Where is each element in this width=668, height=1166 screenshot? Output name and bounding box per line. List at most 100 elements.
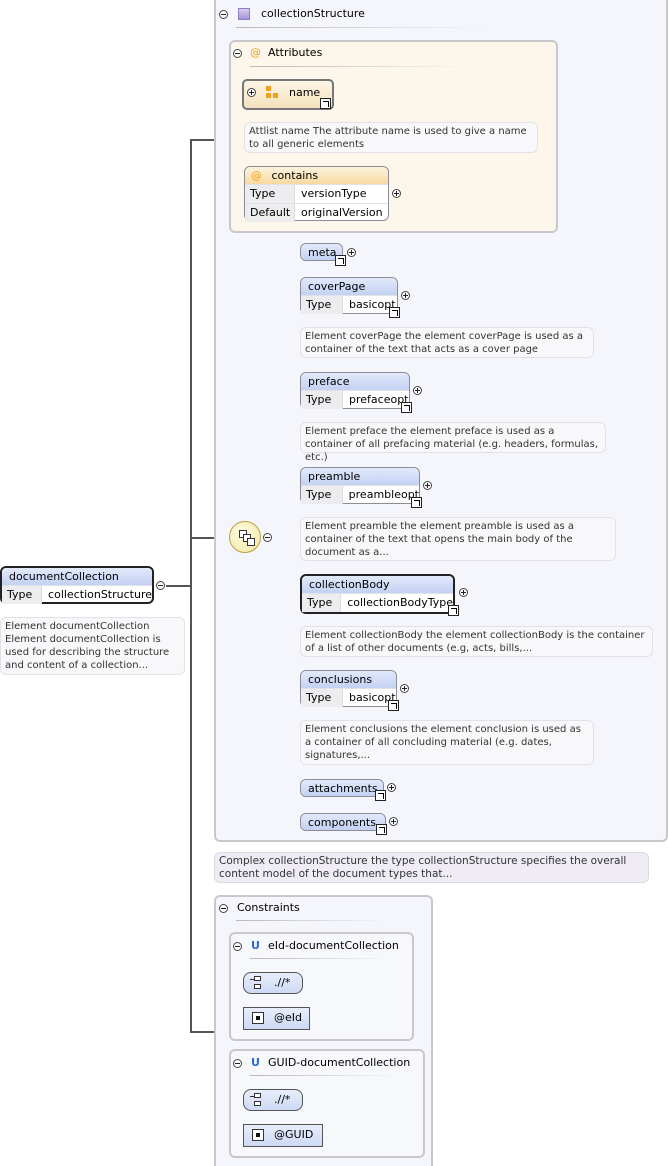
element-coverpage-type-key: Type xyxy=(301,296,343,314)
element-conclusions-type-row: Type basicopt xyxy=(301,688,396,707)
element-attachments-name: attachments xyxy=(301,780,383,796)
root-type-key: Type xyxy=(2,586,43,604)
attribute-group-link-icon[interactable] xyxy=(320,98,331,109)
element-conclusions-expand-icon[interactable] xyxy=(400,684,409,693)
element-coverpage-expand-icon[interactable] xyxy=(401,291,410,300)
element-preamble-expand-icon[interactable] xyxy=(423,481,432,490)
constraint-guid-collapse-icon[interactable] xyxy=(233,1059,242,1068)
element-preface-type-key: Type xyxy=(301,391,343,409)
attribute-default-key: Default xyxy=(245,204,295,222)
element-preamble-type-key: Type xyxy=(301,486,343,504)
element-meta[interactable]: meta xyxy=(300,243,343,261)
root-type-row: Type collectionStructure xyxy=(2,585,152,604)
element-conclusions-name: conclusions xyxy=(301,671,396,688)
complex-collapse-icon[interactable] xyxy=(219,10,228,19)
element-preface-note: Element preface the element preface is u… xyxy=(300,422,606,463)
element-attachments-link-icon[interactable] xyxy=(375,790,386,801)
element-collectionbody-link-icon[interactable] xyxy=(448,605,459,616)
element-collectionbody-note: Element collectionBody the element colle… xyxy=(300,626,653,657)
attribute-group-expand-icon[interactable] xyxy=(247,88,256,97)
element-preamble-name: preamble xyxy=(301,468,419,485)
constraint-eid-collapse-icon[interactable] xyxy=(233,942,242,951)
element-coverpage[interactable]: coverPage Type basicopt xyxy=(300,277,398,314)
attributes-at-icon: @ xyxy=(250,46,261,59)
element-components-link-icon[interactable] xyxy=(376,824,387,835)
constraints-collapse-icon[interactable] xyxy=(219,904,228,913)
element-preface[interactable]: preface Type prefaceopt xyxy=(300,372,410,409)
root-collapse-icon[interactable] xyxy=(156,581,165,590)
element-conclusions-type-value: basicopt xyxy=(349,691,396,704)
constraint-guid-name: GUID-documentCollection xyxy=(268,1056,411,1069)
root-connector xyxy=(166,585,190,587)
constraint-guid-field-text: @GUID xyxy=(274,1128,314,1141)
connector-constraints xyxy=(190,1031,230,1033)
element-coverpage-type-row: Type basicopt xyxy=(301,295,397,314)
element-preamble[interactable]: preamble Type preambleopt xyxy=(300,467,420,504)
attribute-group-label: name xyxy=(289,86,321,99)
element-components-name: components xyxy=(301,814,385,830)
element-meta-link-icon[interactable] xyxy=(335,255,346,266)
element-attachments-expand-icon[interactable] xyxy=(387,783,396,792)
element-components-expand-icon[interactable] xyxy=(389,817,398,826)
element-attachments[interactable]: attachments xyxy=(300,779,384,797)
element-conclusions-note: Element conclusions the element conclusi… xyxy=(300,720,594,765)
element-preface-type-row: Type prefaceopt xyxy=(301,390,409,409)
element-collectionbody-name: collectionBody xyxy=(302,576,453,593)
element-preface-name: preface xyxy=(301,373,409,390)
constraint-guid-unique-icon: U xyxy=(251,1056,260,1069)
constraint-eid-unique-icon: U xyxy=(251,939,260,952)
element-collectionbody-type-row: Type collectionBodyType xyxy=(302,593,453,612)
selector-icon xyxy=(250,1093,266,1107)
field-icon xyxy=(252,1012,264,1024)
element-collectionbody-type-key: Type xyxy=(302,594,342,612)
element-preface-link-icon[interactable] xyxy=(401,402,412,413)
constraint-eid-field-text: @eId xyxy=(274,1011,302,1024)
attribute-group-note: Attlist name The attribute name is used … xyxy=(244,122,538,153)
constraints-title: Constraints xyxy=(237,901,300,914)
attribute-default-value: originalVersion xyxy=(301,206,383,219)
constraint-guid-title-rule xyxy=(250,1075,400,1076)
attribute-contains-name: contains xyxy=(271,169,319,182)
element-conclusions[interactable]: conclusions Type basicopt xyxy=(300,670,397,707)
constraint-eid-name: eId-documentCollection xyxy=(268,939,399,952)
constraint-eid-selector-text: .//* xyxy=(274,976,291,989)
complex-type-icon xyxy=(238,8,250,20)
attribute-group-icon xyxy=(266,86,280,100)
element-collectionbody-expand-icon[interactable] xyxy=(459,588,468,597)
root-type-value: collectionStructure xyxy=(48,588,152,601)
element-coverpage-link-icon[interactable] xyxy=(389,307,400,318)
element-preface-type-value: prefaceopt xyxy=(349,393,409,406)
attributes-collapse-icon[interactable] xyxy=(233,49,242,58)
root-note: Element documentCollection Element docum… xyxy=(0,617,185,675)
attribute-contains-at-icon: @ xyxy=(251,169,262,182)
element-preamble-type-value: preambleopt xyxy=(348,488,419,501)
attribute-contains-type-row: Type versionType xyxy=(245,184,388,203)
element-meta-expand-icon[interactable] xyxy=(347,248,356,257)
constraint-guid-selector-text: .//* xyxy=(274,1093,291,1106)
selector-icon xyxy=(250,976,266,990)
element-conclusions-link-icon[interactable] xyxy=(388,700,399,711)
element-components[interactable]: components xyxy=(300,813,386,831)
element-collectionbody[interactable]: collectionBody Type collectionBodyType xyxy=(300,574,455,614)
element-preamble-note: Element preamble the element preamble is… xyxy=(300,517,616,561)
element-preface-expand-icon[interactable] xyxy=(413,386,422,395)
sequence-compositor-icon[interactable] xyxy=(229,521,261,553)
constraint-eid-title-rule xyxy=(250,958,390,959)
attribute-type-value: versionType xyxy=(301,187,367,200)
element-coverpage-note: Element coverPage the element coverPage … xyxy=(300,327,594,358)
sequence-collapse-icon[interactable] xyxy=(263,533,272,542)
attribute-contains[interactable]: @ contains Type versionType Default orig… xyxy=(244,166,389,222)
attribute-contains-default-row: Default originalVersion xyxy=(245,203,388,222)
attributes-title-rule xyxy=(250,66,470,67)
root-element-documentcollection[interactable]: documentCollection Type collectionStruct… xyxy=(0,566,154,604)
connector-attributes xyxy=(190,139,230,141)
complex-type-title: collectionStructure xyxy=(261,7,365,20)
attribute-contains-expand-icon[interactable] xyxy=(392,189,401,198)
root-element-name: documentCollection xyxy=(2,568,152,585)
element-preamble-type-row: Type preambleopt xyxy=(301,485,419,504)
connector-sequence xyxy=(190,537,230,539)
element-meta-name: meta xyxy=(301,244,342,260)
element-preamble-link-icon[interactable] xyxy=(411,497,422,508)
attribute-group-name[interactable] xyxy=(242,79,334,110)
complex-note: Complex collectionStructure the type col… xyxy=(214,852,649,883)
